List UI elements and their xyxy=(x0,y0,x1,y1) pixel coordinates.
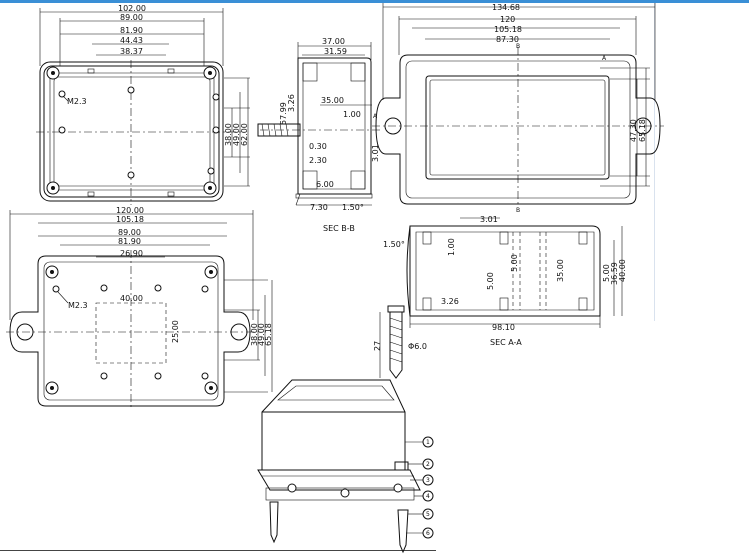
dim-label: 57.99 xyxy=(279,102,288,125)
dim-label: 7.30 xyxy=(310,203,328,212)
dim-height: 25.00 xyxy=(171,320,180,343)
view-sec-aa: 3.01 1.00 5.00 5.00 35.00 5.00 36.59 40.… xyxy=(373,215,627,379)
dim-width: 120.00 xyxy=(116,206,144,215)
dim-label: 40.00 xyxy=(618,259,627,282)
view-top-right: 134.68 120 105.18 87.30 B B A 47.30 65.1… xyxy=(372,3,664,214)
dim-width: 81.90 xyxy=(120,26,143,35)
dim-width: 40.00 xyxy=(120,294,143,303)
section-marker: A xyxy=(602,55,607,62)
view-bottom-left: 120.00 105.18 89.00 81.90 26.90 M2.3 40.… xyxy=(6,206,273,410)
dim-label: Φ6.0 xyxy=(408,342,427,351)
dim-width: 89.00 xyxy=(120,13,143,22)
dim-label: 0.30 xyxy=(309,142,327,151)
view-sec-bb: 37.00 31.59 57.99 3.26 35.00 1.00 3.01 0… xyxy=(257,37,382,233)
dim-label: 98.10 xyxy=(492,323,515,332)
dim-height: 62.00 xyxy=(240,123,249,146)
screw-label: M2.3 xyxy=(67,97,87,106)
dim-width: 81.90 xyxy=(118,237,141,246)
dim-label: 5.00 xyxy=(510,254,519,272)
top-accent-bar xyxy=(0,0,749,3)
dim-label: 3.26 xyxy=(441,297,459,306)
dim-label: 1.50° xyxy=(383,240,405,249)
dim-width: 38.37 xyxy=(120,47,143,56)
callout-number: 1 xyxy=(426,439,430,446)
section-label: SEC B-B xyxy=(323,224,355,233)
dim-label: 5.00 xyxy=(486,272,495,290)
section-marker: A xyxy=(373,113,378,120)
dim-label: 36.59 xyxy=(610,262,619,285)
callout-number: 3 xyxy=(426,477,430,484)
section-marker: B xyxy=(516,43,520,50)
dim-width: 102.00 xyxy=(118,4,146,13)
dim-width: 120 xyxy=(500,15,515,24)
callout-number: 4 xyxy=(426,493,430,500)
dim-label: 35.00 xyxy=(556,259,565,282)
dim-label: 1.00 xyxy=(447,238,456,256)
dim-height: 49.00 xyxy=(232,123,241,146)
dim-height: 47.30 xyxy=(629,119,638,142)
section-marker: B xyxy=(516,207,520,214)
view-top-left: 102.00 89.00 81.90 44.43 38.37 M2.3 xyxy=(36,4,250,205)
dim-label: 3.01 xyxy=(371,144,380,162)
dim-label: 1.50° xyxy=(342,203,364,212)
dim-label: 35.00 xyxy=(321,96,344,105)
dim-width: 44.43 xyxy=(120,36,143,45)
dim-height: 65.18 xyxy=(638,119,647,142)
dim-label: 1.00 xyxy=(343,110,361,119)
dim-width: 87.30 xyxy=(496,35,519,44)
dim-width: 26.90 xyxy=(120,249,143,258)
dim-height: 49.00 xyxy=(257,323,266,346)
dim-width: 105.18 xyxy=(116,215,144,224)
dim-label: 5.00 xyxy=(602,264,611,282)
dim-label: 2.30 xyxy=(309,156,327,165)
dim-height: 65.18 xyxy=(264,323,273,346)
dim-label: 3.01 xyxy=(480,215,498,224)
dim-label: 6.00 xyxy=(316,180,334,189)
bottom-divider xyxy=(0,550,436,551)
dim-width: 89.00 xyxy=(118,228,141,237)
dim-label: 27 xyxy=(373,341,382,351)
dim-label: 37.00 xyxy=(322,37,345,46)
section-label: SEC A-A xyxy=(490,338,522,347)
dim-height: 38.00 xyxy=(224,123,233,146)
dim-label: 3.26 xyxy=(287,94,296,112)
callout-number: 5 xyxy=(426,511,430,518)
callout-number: 2 xyxy=(426,461,430,468)
dim-label: 31.59 xyxy=(324,47,347,56)
dim-height: 38.00 xyxy=(250,323,259,346)
dim-width: 105.18 xyxy=(494,25,522,34)
divider-line xyxy=(654,3,655,321)
dim-width: 134.68 xyxy=(492,3,520,12)
screw-label: M2.3 xyxy=(68,301,88,310)
view-exploded: 1 2 3 4 5 6 xyxy=(257,379,434,554)
callout-number: 6 xyxy=(426,530,430,537)
